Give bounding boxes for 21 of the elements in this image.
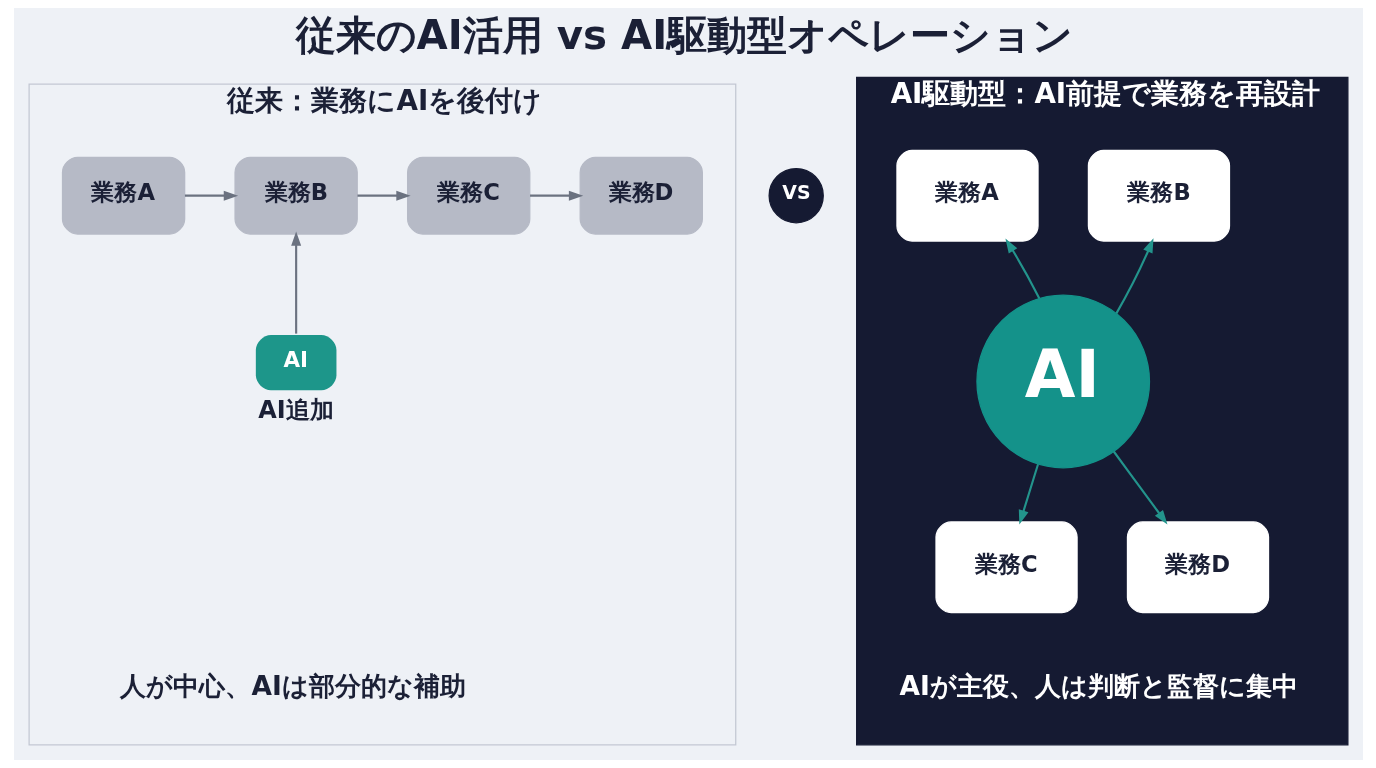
diagram-title: 従来のAI活用 vs AI駆動型オペレーション	[295, 12, 1073, 60]
node-box: 業務C	[934, 521, 1078, 614]
node-box: 業務D	[1126, 521, 1269, 614]
node-box: 業務B	[1087, 149, 1230, 242]
node-circle: VS	[768, 168, 824, 224]
arrow	[1004, 238, 1040, 299]
node-circle: AI	[975, 294, 1150, 469]
node-label: AI追加	[257, 396, 334, 425]
node-box: 業務A	[895, 149, 1039, 242]
node-box: 業務B	[233, 156, 358, 235]
node-box: AI	[255, 334, 336, 391]
arrow	[1112, 450, 1167, 525]
node-box: 業務C	[406, 156, 530, 235]
arrow	[529, 190, 583, 201]
arrow	[1018, 463, 1039, 525]
arrow	[184, 190, 238, 201]
arrow	[1115, 238, 1153, 314]
arrow	[290, 231, 301, 334]
node-box: 業務A	[61, 156, 185, 235]
node-box: 業務D	[579, 156, 703, 235]
arrow	[357, 190, 411, 201]
